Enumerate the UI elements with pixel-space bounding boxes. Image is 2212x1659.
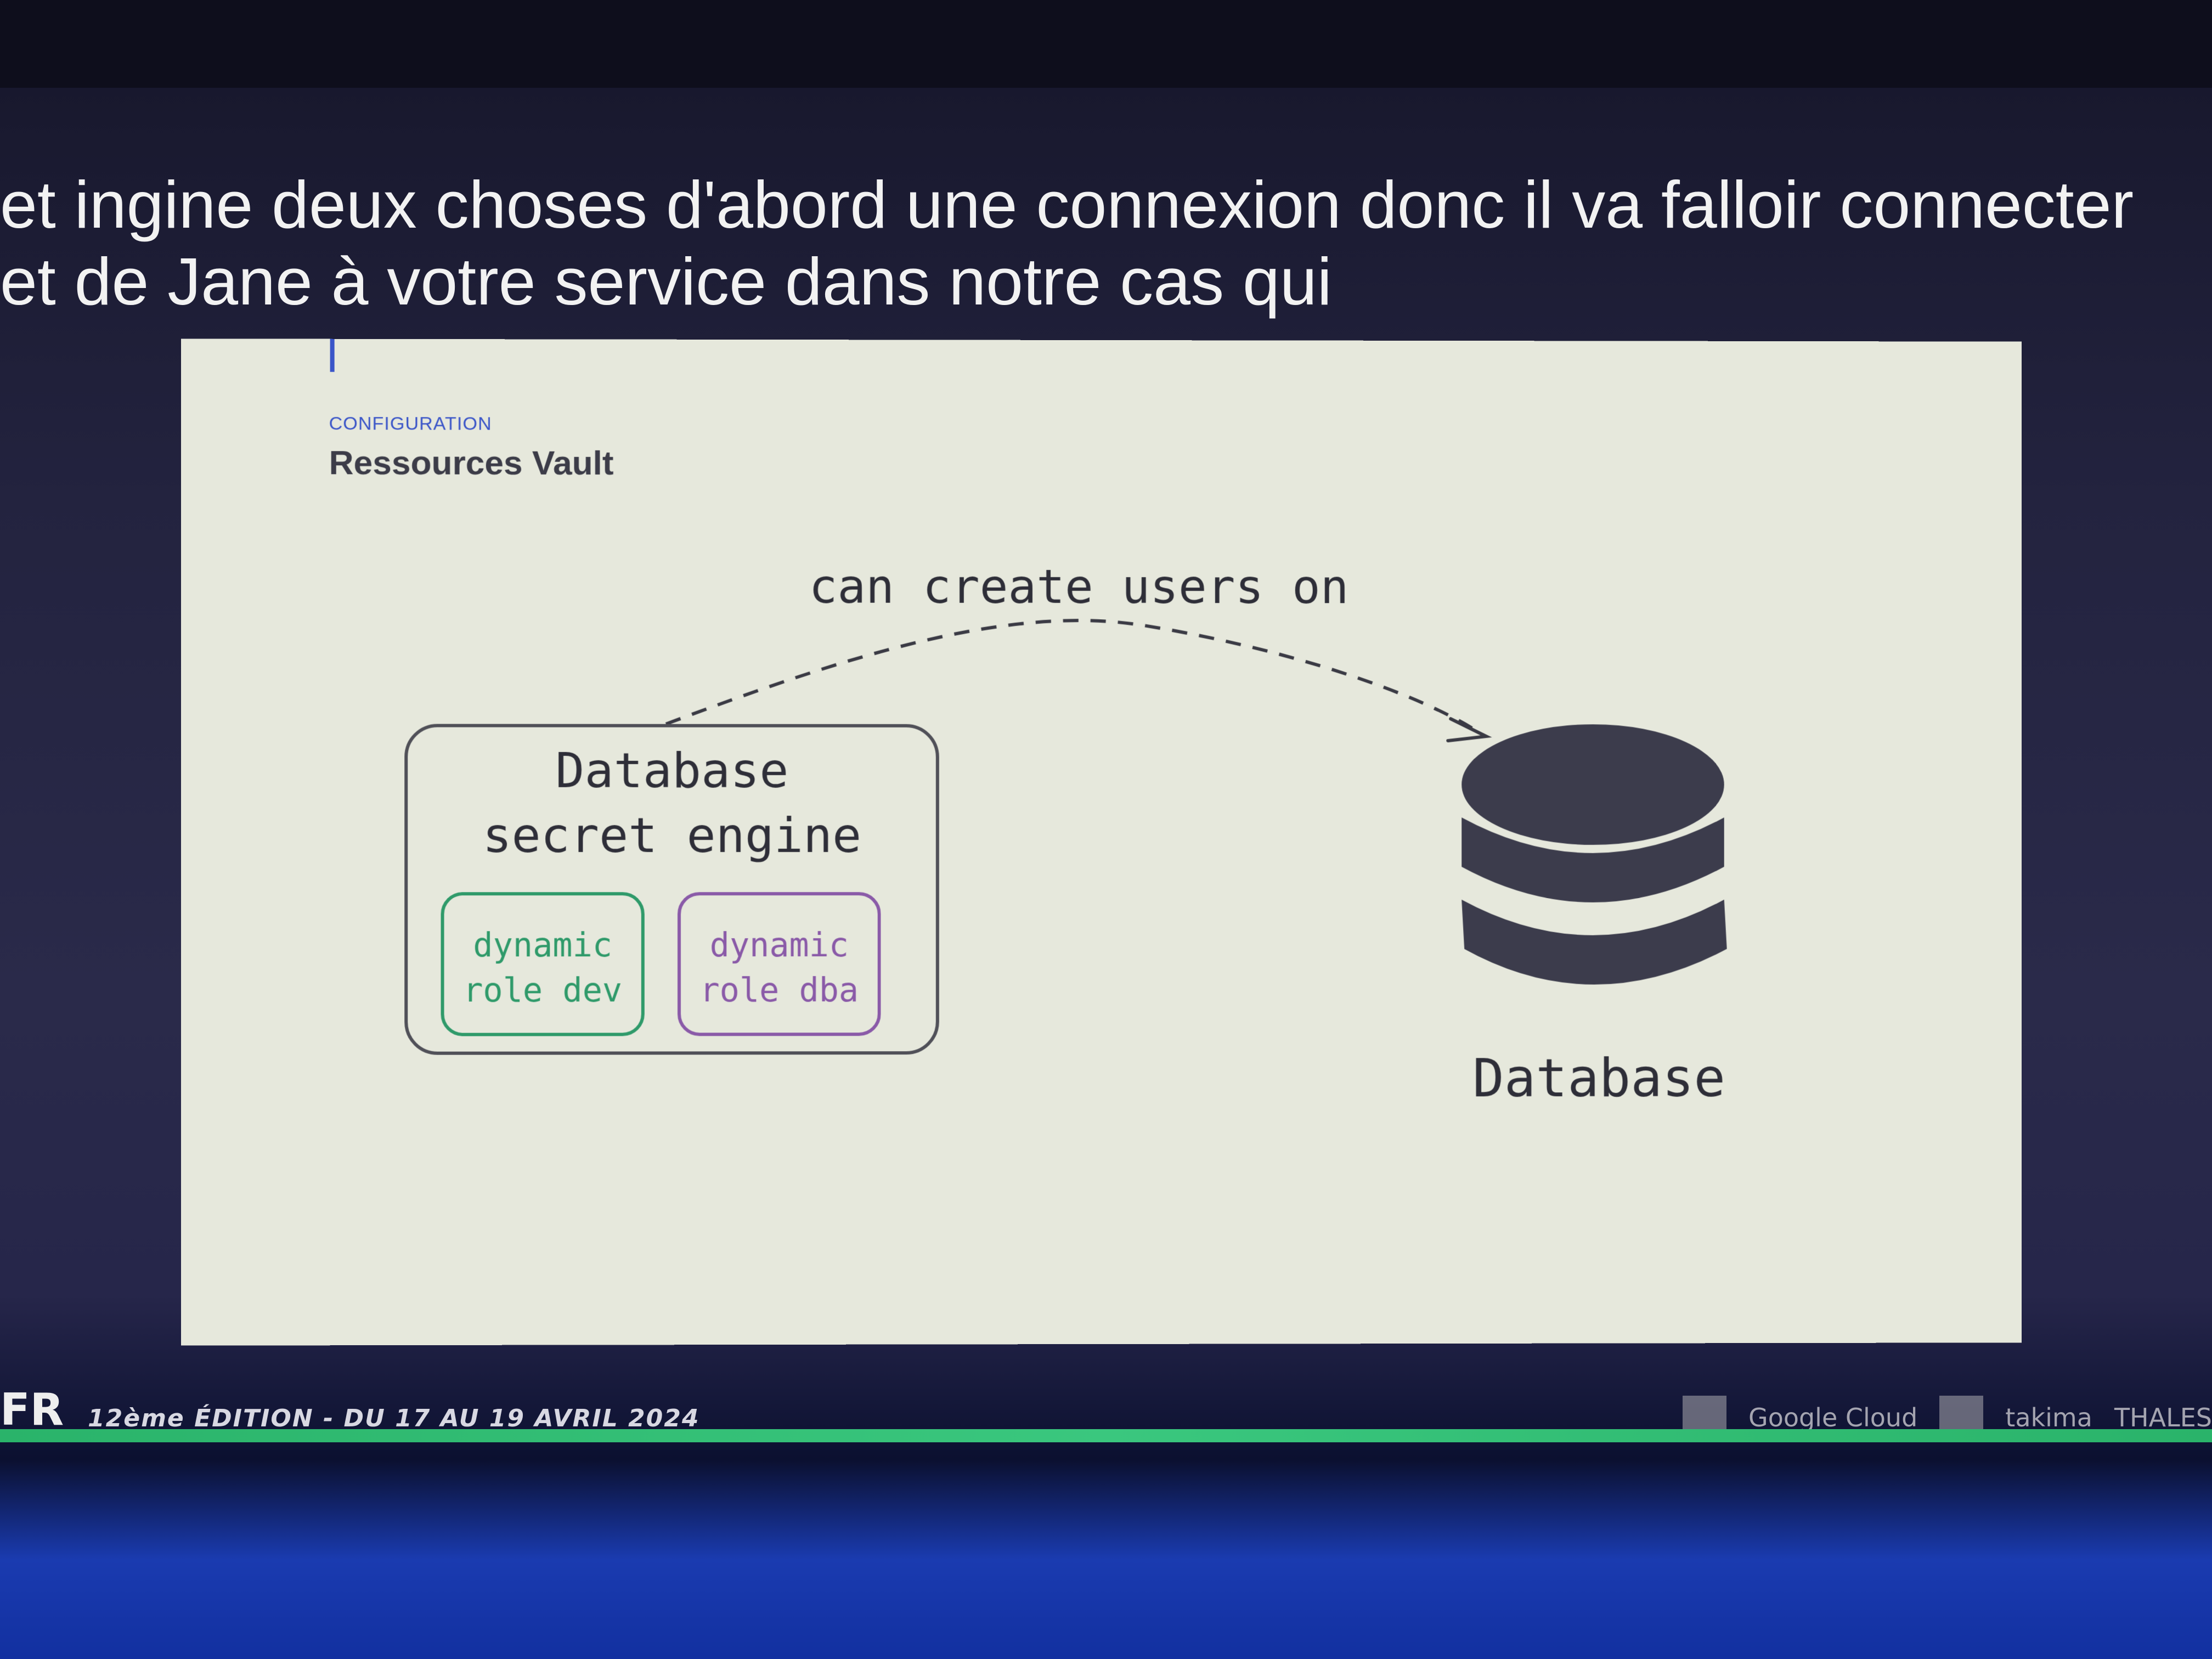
live-caption-line-1: et ingine deux choses d'abord une connex… xyxy=(0,171,2134,238)
sponsor-takima: takima xyxy=(2005,1403,2092,1432)
sponsor-google-cloud: Google Cloud xyxy=(1748,1403,1917,1432)
event-brand: FR xyxy=(0,1388,64,1432)
role-dev-line-2: role dev xyxy=(444,968,641,1013)
role-dba-line-2: role dba xyxy=(681,968,878,1013)
event-edition: 12ème ÉDITION - DU 17 AU 19 AVRIL 2024 xyxy=(88,1404,700,1432)
edge-label: can create users on xyxy=(809,560,1349,615)
live-caption-line-2: et de Jane à votre service dans notre ca… xyxy=(0,248,1332,315)
role-dba-box: dynamic role dba xyxy=(678,892,881,1036)
role-dev-box: dynamic role dev xyxy=(441,892,645,1036)
event-footer: FR 12ème ÉDITION - DU 17 AU 19 AVRIL 202… xyxy=(0,1388,2212,1426)
database-label: Database xyxy=(1472,1047,1725,1109)
sponsor-thales: THALES xyxy=(2114,1403,2212,1432)
role-dba-line-1: dynamic xyxy=(681,923,878,968)
top-dark-band xyxy=(0,0,2212,88)
engine-title-line-2: secret engine xyxy=(408,803,936,868)
engine-title-line-1: Database xyxy=(408,738,936,803)
engine-title: Database secret engine xyxy=(408,738,936,868)
database-cylinder-icon xyxy=(1456,724,1740,1031)
stage-green-line xyxy=(0,1429,2212,1442)
role-dev-line-1: dynamic xyxy=(444,923,641,968)
secret-engine-box: Database secret engine dynamic role dev … xyxy=(404,724,939,1055)
projected-slide: CONFIGURATION Ressources Vault can creat… xyxy=(181,338,2022,1345)
